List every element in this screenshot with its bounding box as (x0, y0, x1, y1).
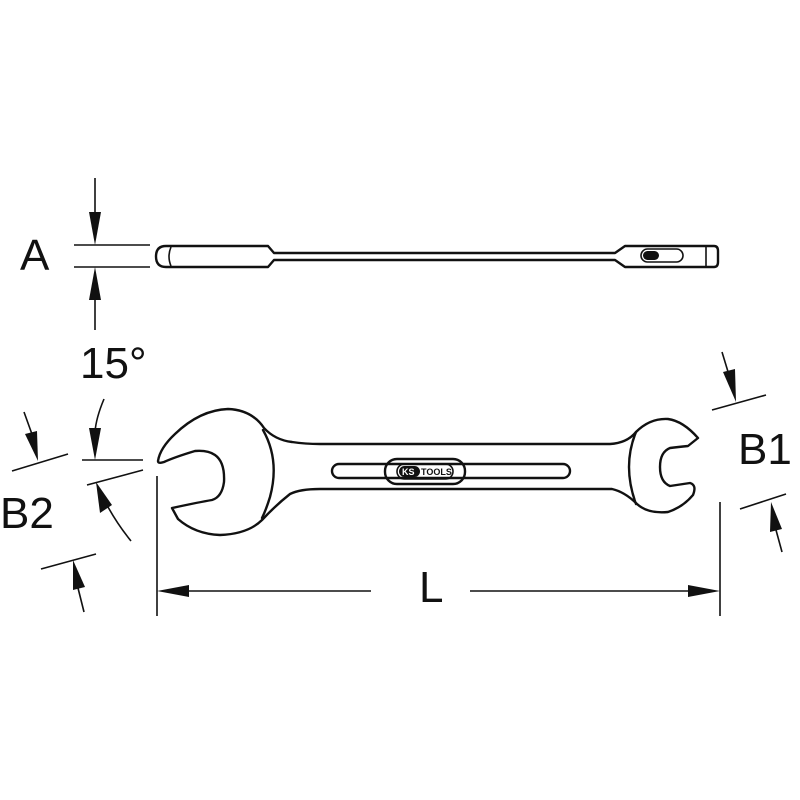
angle-arrow-bottom-line (107, 506, 132, 542)
angle-arrow-top-line (94, 398, 105, 433)
b1-extension-top (711, 394, 767, 411)
label-angle: 15° (80, 339, 147, 388)
logo-border (396, 463, 454, 480)
handle-slot (330, 462, 572, 480)
length-dimension (156, 476, 721, 616)
angle-arrow-bottom-icon (96, 482, 112, 513)
side-profile-outline (154, 244, 720, 269)
b2-extension-top (11, 453, 69, 472)
label-b1: B1 (738, 425, 792, 474)
b2-extension-mid (86, 469, 144, 486)
b1-extension-bottom (739, 493, 787, 510)
side-view (74, 178, 720, 330)
right-dimensions (711, 351, 787, 553)
label-b2: B2 (0, 489, 54, 538)
b2-arrow-bottom-line (77, 587, 85, 613)
l-arrow-left-icon (157, 585, 189, 597)
b1-arrow-bottom-icon (770, 502, 782, 532)
wrench-outline (156, 407, 700, 537)
b1-arrow-bottom-line (775, 529, 783, 553)
wrench-top-view: KS TOOLS (156, 407, 700, 537)
b1-arrow-top-icon (723, 369, 736, 402)
label-a: A (20, 231, 50, 280)
right-head-neck-curve (627, 430, 638, 506)
label-l: L (419, 563, 444, 612)
logo-plate (383, 457, 467, 486)
l-arrow-right-icon (688, 585, 720, 597)
side-logo-ks-badge (643, 251, 659, 260)
logo-ks-text: KS (402, 467, 415, 477)
logo-tools-text: TOOLS (421, 467, 452, 477)
side-left-end-arc (168, 246, 172, 267)
b2-arrow-bottom-icon (73, 560, 85, 590)
a-arrow-bottom-icon (89, 267, 101, 300)
angle-arrow-top-icon (89, 428, 101, 460)
b2-extension-bottom (40, 553, 97, 570)
side-logo-border (640, 248, 684, 263)
a-arrow-top-icon (89, 212, 101, 245)
b2-arrow-top-icon (25, 431, 38, 461)
logo-ks-badge (399, 466, 420, 477)
left-head-neck-curve (260, 428, 275, 520)
left-dimensions (11, 398, 144, 613)
